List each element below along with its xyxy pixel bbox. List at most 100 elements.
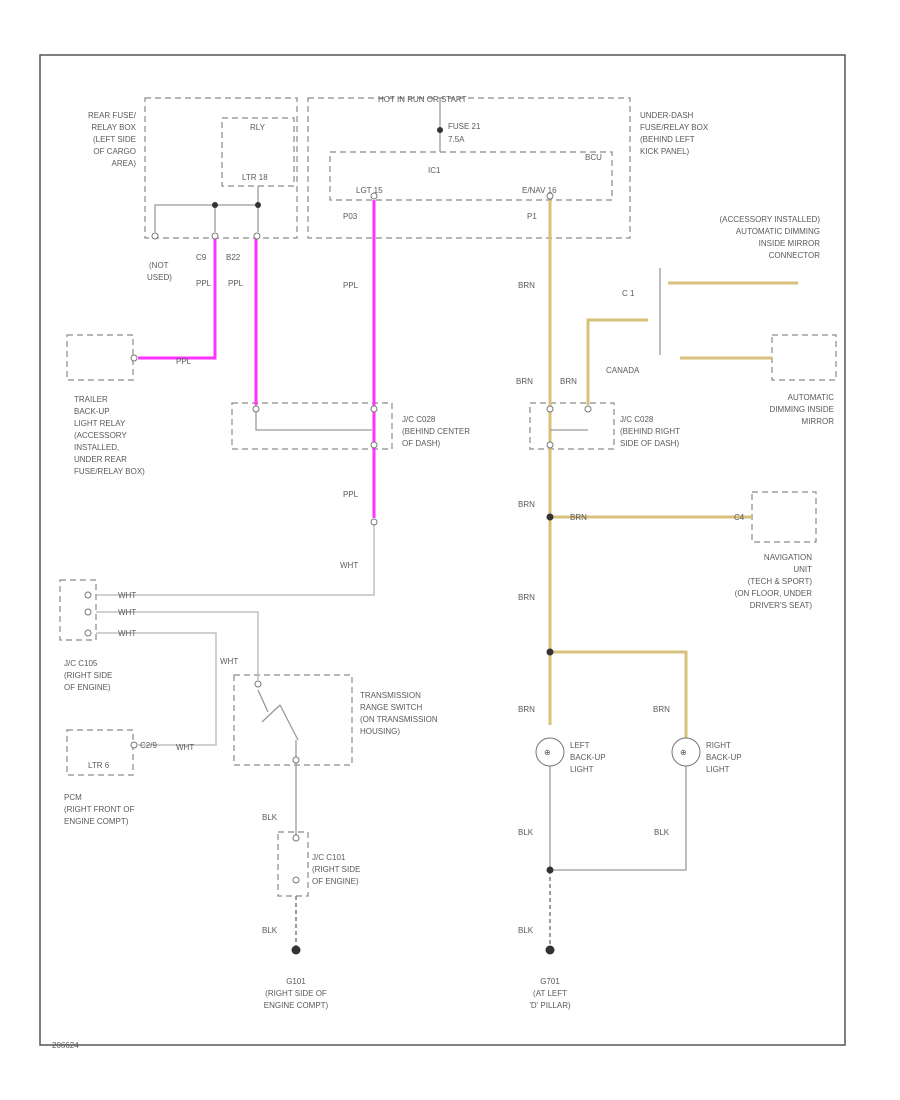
pin bbox=[130, 741, 138, 749]
svg-text:AUTOMATIC DIMMING: AUTOMATIC DIMMING bbox=[736, 227, 820, 236]
blk-label: BLK bbox=[518, 926, 534, 935]
svg-text:MIRROR: MIRROR bbox=[802, 417, 835, 426]
bulb-glyph: ⊕ bbox=[544, 748, 551, 757]
svg-text:(RIGHT SIDE: (RIGHT SIDE bbox=[312, 865, 360, 874]
pin bbox=[254, 680, 262, 688]
pcm-con-label: C2/9 bbox=[140, 741, 157, 750]
svg-text:DIMMING INSIDE: DIMMING INSIDE bbox=[770, 405, 834, 414]
navigation-label: NAVIGATION UNIT (TECH & SPORT) (ON FLOOR… bbox=[735, 553, 813, 610]
jc-c105-label: J/C C105 (RIGHT SIDE OF ENGINE) bbox=[64, 659, 112, 692]
blk-label: BLK bbox=[654, 828, 670, 837]
ppl-label: PPL bbox=[196, 279, 212, 288]
splice-dot bbox=[546, 648, 554, 656]
svg-text:G701: G701 bbox=[540, 977, 560, 986]
auto-mirror-label: AUTOMATIC DIMMING INSIDE MIRROR bbox=[770, 393, 835, 426]
fuse-label: FUSE 21 bbox=[448, 122, 481, 131]
svg-text:RIGHT: RIGHT bbox=[706, 741, 731, 750]
brn-label: BRN bbox=[570, 513, 587, 522]
svg-text:LIGHT: LIGHT bbox=[570, 765, 594, 774]
pin bbox=[130, 354, 138, 362]
right-light-label: RIGHT BACK-UP LIGHT bbox=[706, 741, 742, 774]
svg-text:TRANSMISSION: TRANSMISSION bbox=[360, 691, 421, 700]
jc-c101-box bbox=[277, 831, 309, 897]
canada-label: CANADA bbox=[606, 366, 640, 375]
pin bbox=[370, 518, 378, 526]
fuse-amp: 7.5A bbox=[448, 135, 465, 144]
svg-text:J/C C105: J/C C105 bbox=[64, 659, 98, 668]
wht-label: WHT bbox=[340, 561, 358, 570]
svg-text:FUSE/RELAY BOX: FUSE/RELAY BOX bbox=[640, 123, 709, 132]
left-backup-bulb bbox=[535, 737, 565, 767]
brn-label: BRN bbox=[518, 500, 535, 509]
jc-c028-label: J/C C028 (BEHIND CENTER OF DASH) bbox=[402, 415, 470, 448]
trans-switch-label: TRANSMISSION RANGE SWITCH (ON TRANSMISSI… bbox=[360, 691, 438, 736]
svg-text:(AT LEFT: (AT LEFT bbox=[533, 989, 567, 998]
svg-text:ENGINE COMPT): ENGINE COMPT) bbox=[264, 1001, 329, 1010]
b22-label: B22 bbox=[226, 253, 241, 262]
not-used-label: (NOT bbox=[149, 261, 169, 270]
wire-wht-pcm bbox=[96, 632, 217, 746]
svg-text:(BEHIND LEFT: (BEHIND LEFT bbox=[640, 135, 695, 144]
wht-label: WHT bbox=[118, 608, 136, 617]
pin bbox=[252, 405, 260, 413]
blk-label: BLK bbox=[262, 813, 278, 822]
svg-text:CONNECTOR: CONNECTOR bbox=[769, 251, 821, 260]
trailer-relay-label: TRAILER BACK-UP LIGHT RELAY (ACCESSORY I… bbox=[74, 395, 145, 476]
blk-label: BLK bbox=[518, 828, 534, 837]
p03-label: P03 bbox=[343, 212, 358, 221]
bulb-glyph: ⊕ bbox=[680, 748, 687, 757]
svg-text:OF DASH): OF DASH) bbox=[402, 439, 441, 448]
svg-text:RELAY BOX: RELAY BOX bbox=[91, 123, 136, 132]
wire-rear-bus bbox=[154, 204, 258, 232]
pin bbox=[84, 629, 92, 637]
bcu-right-pin: E/NAV 16 bbox=[522, 186, 557, 195]
splice-dot bbox=[212, 202, 218, 208]
ppl-label: PPL bbox=[343, 490, 359, 499]
accessory-mirror-label: (ACCESSORY INSTALLED) AUTOMATIC DIMMING … bbox=[720, 215, 821, 260]
svg-text:LIGHT RELAY: LIGHT RELAY bbox=[74, 419, 126, 428]
splice-dot bbox=[255, 202, 261, 208]
pin bbox=[546, 192, 554, 200]
diagram-frame bbox=[39, 54, 846, 1046]
brn-label: BRN bbox=[518, 281, 535, 290]
svg-text:UNDER-DASH: UNDER-DASH bbox=[640, 111, 694, 120]
wire-ppl-trailer bbox=[138, 238, 217, 360]
right-backup-bulb bbox=[671, 737, 701, 767]
wht-label: WHT bbox=[118, 591, 136, 600]
wire-wht-mid bbox=[96, 611, 259, 680]
pin bbox=[292, 834, 300, 842]
diagram-code: 206624 bbox=[52, 1041, 79, 1050]
trans-switch-box bbox=[233, 674, 353, 766]
g701-label: G701 (AT LEFT 'D' PILLAR) bbox=[529, 977, 571, 1010]
brn-label: BRN bbox=[518, 593, 535, 602]
wire-brn-mirror bbox=[586, 318, 648, 405]
svg-text:HOUSING): HOUSING) bbox=[360, 727, 400, 736]
svg-text:UNIT: UNIT bbox=[793, 565, 812, 574]
svg-text:AUTOMATIC: AUTOMATIC bbox=[788, 393, 835, 402]
wht-label: WHT bbox=[176, 743, 194, 752]
svg-text:(BEHIND CENTER: (BEHIND CENTER bbox=[402, 427, 470, 436]
svg-text:J/C C028: J/C C028 bbox=[402, 415, 436, 424]
ic1-label: IC1 bbox=[428, 166, 441, 175]
rear-fuse-box bbox=[144, 97, 298, 239]
p1-label: P1 bbox=[527, 212, 537, 221]
svg-text:ENGINE COMPT): ENGINE COMPT) bbox=[64, 817, 129, 826]
ppl-label: PPL bbox=[176, 357, 192, 366]
c4-label: C4 bbox=[734, 513, 745, 522]
svg-text:NAVIGATION: NAVIGATION bbox=[764, 553, 812, 562]
wht-label: WHT bbox=[220, 657, 238, 666]
pin bbox=[546, 405, 554, 413]
blk-label: BLK bbox=[262, 926, 278, 935]
pin bbox=[546, 441, 554, 449]
bcu-label: BCU bbox=[585, 153, 602, 162]
pin bbox=[211, 232, 219, 240]
wire-wht-top bbox=[96, 522, 375, 596]
svg-text:LIGHT: LIGHT bbox=[706, 765, 730, 774]
bcu-box bbox=[329, 151, 613, 201]
navigation-box bbox=[751, 491, 817, 543]
pin bbox=[84, 608, 92, 616]
svg-text:(RIGHT FRONT OF: (RIGHT FRONT OF bbox=[64, 805, 134, 814]
svg-text:REAR FUSE/: REAR FUSE/ bbox=[88, 111, 137, 120]
svg-text:LEFT: LEFT bbox=[570, 741, 590, 750]
